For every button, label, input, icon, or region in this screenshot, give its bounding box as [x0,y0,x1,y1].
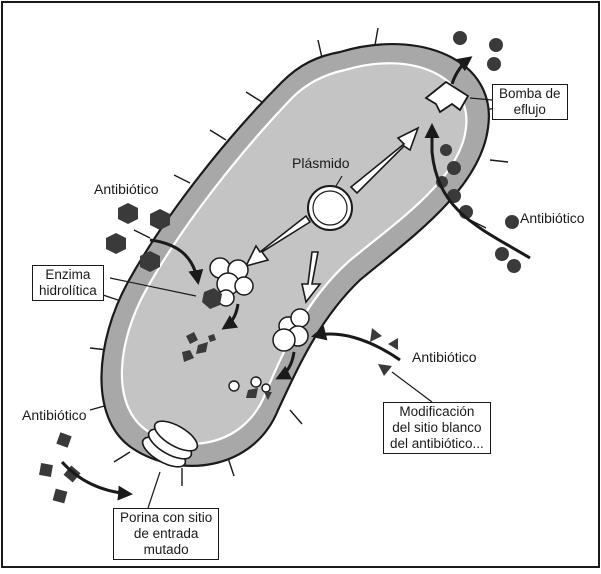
antibiotic-label-right: Antibiótico [520,210,585,226]
bacterial-cell-inner [122,63,467,443]
antibiotic-squares [39,432,80,503]
hydrolytic-enzyme-label-line: Enzima [39,267,97,283]
target-modification-label-line: del antibiótico... [390,436,484,452]
porin-label-line: de entrada [120,526,212,542]
efflux-pump-label-line: eflujo [499,102,561,118]
hydrolytic-enzyme-label: Enzima hidrolítica [32,265,104,301]
target-modification-label: Modificación del sitio blanco del antibi… [383,402,491,454]
porin-label: Porina con sitio de entrada mutado [113,508,219,560]
antibiotic-label-bottom-left: Antibiótico [22,407,87,423]
plasmid-label: Plásmido [292,155,350,171]
porin-label-line: Porina con sitio [120,510,212,526]
antibiotic-triangles [370,328,398,376]
target-leader-line [392,372,432,402]
target-modification-label-line: Modificación [390,404,484,420]
porin-leader-line [148,472,160,508]
hydrolytic-enzyme-label-line: hidrolítica [39,283,97,299]
efflux-pump-label: Bomba de eflujo [492,84,568,120]
efflux-pump-label-line: Bomba de [499,86,561,102]
target-modification-label-line: del sitio blanco [390,420,484,436]
porin-label-line: mutado [120,542,212,558]
plasmid-ring [308,186,352,230]
antibiotic-label-top-left: Antibiótico [94,181,159,197]
target-entry-arrow [314,334,400,360]
antibiotic-label-middle-right: Antibiótico [412,349,477,365]
